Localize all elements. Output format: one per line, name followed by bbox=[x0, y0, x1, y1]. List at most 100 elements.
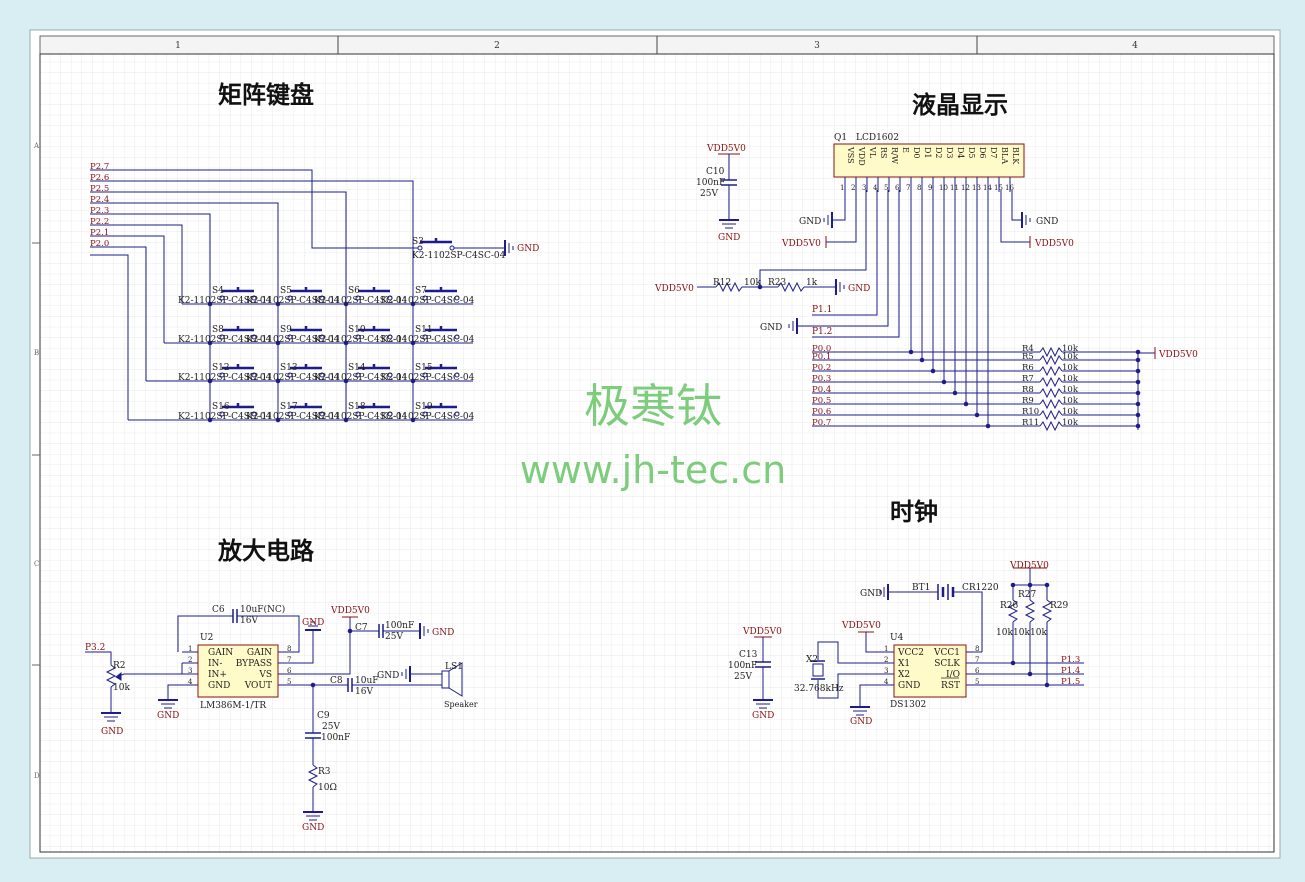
u4-part: DS1302 bbox=[890, 700, 926, 710]
bt1-val: CR1220 bbox=[962, 583, 999, 593]
switch-s4 bbox=[207, 287, 257, 307]
u4-num-r-3: 5 bbox=[975, 678, 979, 686]
amplifier-section: 放大电路 U2 LM386M-1/TR GAIN1IN-2IN+3GND4GAI… bbox=[85, 537, 478, 833]
switch-s17 bbox=[275, 403, 325, 423]
u2-pin-l-0: GAIN bbox=[208, 648, 233, 658]
lcd-port-1: P0.1 bbox=[812, 352, 831, 362]
clock-pullup-vdd: VDD5V0 bbox=[1009, 561, 1049, 571]
c9-volt: 25V bbox=[322, 722, 340, 732]
lcd-pin-num-13: 14 bbox=[983, 184, 992, 192]
lcd-section: 液晶显示 Q1 LCD1602 VSS1VDD2VL3RS4R/W5E6D07D… bbox=[654, 91, 1198, 432]
r26-val: 10k bbox=[996, 628, 1013, 638]
switch-s7-ref: S7 bbox=[415, 286, 427, 296]
lcd-pullup-val-2: 10k bbox=[1062, 363, 1079, 373]
zone-row-d: D bbox=[34, 772, 40, 780]
r26-ref: R26 bbox=[1000, 601, 1019, 611]
u4-num-r-2: 6 bbox=[975, 667, 980, 675]
lcd-pin-num-2: 3 bbox=[862, 184, 866, 192]
lcd-pin-num-9: 10 bbox=[939, 184, 948, 192]
watermark-url: www.jh-tec.cn bbox=[520, 448, 786, 492]
c6-val: 10uF(NC) bbox=[240, 604, 285, 615]
lcd-pin-num-11: 12 bbox=[961, 184, 970, 192]
amp-title: 放大电路 bbox=[217, 537, 315, 565]
lcd-title: 液晶显示 bbox=[912, 91, 1008, 119]
switch-s6-part: K2-1102SP-C4SC-04 bbox=[314, 296, 408, 306]
switch-s19 bbox=[410, 403, 460, 423]
u4-num-l-2: 3 bbox=[884, 667, 888, 675]
r27-ref: R27 bbox=[1018, 590, 1037, 600]
c6-ref: C6 bbox=[212, 605, 225, 615]
sheet-grid bbox=[40, 54, 1274, 852]
lcd-pin-11: D5 bbox=[967, 147, 976, 159]
keypad-net-4: P2.3 bbox=[90, 206, 109, 216]
clock-net-2: P1.5 bbox=[1061, 677, 1080, 687]
c10-ref: C10 bbox=[706, 167, 725, 177]
switch-s7 bbox=[410, 287, 460, 307]
u2-pin-r-0: GAIN bbox=[247, 648, 272, 658]
watermark-cn: 极寒钛 bbox=[584, 379, 722, 433]
lcd-pin-0: VSS bbox=[846, 146, 855, 164]
c6-volt: 16V bbox=[240, 616, 258, 626]
lcd-bla-net: VDD5V0 bbox=[1034, 239, 1074, 249]
switch-s11 bbox=[410, 326, 460, 346]
lcd-port-3: P0.3 bbox=[812, 374, 831, 384]
lcd-pullup-val-7: 10k bbox=[1062, 418, 1079, 428]
r23-ref: R23 bbox=[768, 278, 787, 288]
c13-gnd: GND bbox=[752, 711, 774, 721]
clock-net-1: P1.4 bbox=[1061, 666, 1080, 676]
r3-ref: R3 bbox=[318, 767, 331, 777]
lcd-pin-num-14: 15 bbox=[994, 184, 1003, 192]
switch-s5-ref: S5 bbox=[280, 286, 292, 296]
r23-val: 1k bbox=[806, 278, 818, 288]
switch-s8-ref: S8 bbox=[212, 325, 224, 335]
u2-num-r-1: 7 bbox=[287, 656, 291, 664]
u4-pin-l-1: X1 bbox=[898, 659, 910, 669]
zone-col-2: 2 bbox=[494, 41, 500, 51]
u4-ref: U4 bbox=[890, 633, 904, 643]
u4-pin-l-2: X2 bbox=[898, 670, 910, 680]
lcd-pullup-ref-1: R5 bbox=[1022, 352, 1034, 362]
u2-num-l-0: 1 bbox=[188, 645, 192, 653]
u4-pin-r-3: RST bbox=[941, 681, 960, 691]
pullup-vdd: VDD5V0 bbox=[1158, 350, 1198, 360]
lcd-pin-num-0: 1 bbox=[840, 184, 844, 192]
lcd-vdd-net: VDD5V0 bbox=[781, 239, 821, 249]
switch-s14-ref: S14 bbox=[348, 363, 366, 373]
u4-pin-l-0: VCC2 bbox=[897, 648, 924, 658]
switch-s13-ref: S13 bbox=[280, 363, 298, 373]
lcd-port-7: P0.7 bbox=[812, 418, 831, 428]
r3-gnd: GND bbox=[302, 823, 324, 833]
switch-s17-part: K2-1102SP-C4SC-04 bbox=[246, 412, 340, 422]
switch-s5 bbox=[275, 287, 325, 307]
u2-num-l-2: 3 bbox=[188, 667, 192, 675]
c10-gnd: GND bbox=[718, 233, 740, 243]
lcd-pin-12: D6 bbox=[978, 147, 987, 159]
keypad-net-0: P2.7 bbox=[90, 162, 109, 172]
switch-s3-part: K2-1102SP-C4SC-04 bbox=[412, 251, 506, 261]
lcd-vss-gnd: GND bbox=[799, 217, 821, 227]
r12-ref: R12 bbox=[713, 278, 731, 288]
c8-volt: 16V bbox=[355, 687, 373, 697]
lcd-pullup-ref-4: R8 bbox=[1022, 385, 1034, 395]
lcd-e-net: P1.2 bbox=[812, 327, 832, 337]
c9-ref: C9 bbox=[317, 711, 330, 721]
r29-ref: R29 bbox=[1050, 601, 1069, 611]
keypad-gnd-label: GND bbox=[517, 244, 539, 254]
switch-s9 bbox=[275, 326, 325, 346]
c8-ref: C8 bbox=[330, 676, 343, 686]
zone-row-a: A bbox=[33, 142, 40, 150]
u2-pin-l-3: GND bbox=[208, 681, 230, 691]
c7-val: 100nF bbox=[385, 621, 414, 631]
u4-num-l-0: 1 bbox=[884, 645, 888, 653]
switch-s12 bbox=[207, 364, 257, 384]
switch-s12-part: K2-1102SP-C4SC-04 bbox=[178, 373, 272, 383]
c10-volt: 25V bbox=[700, 189, 718, 199]
lcd-pin-3: RS bbox=[879, 147, 888, 159]
lcd-pullup-val-4: 10k bbox=[1062, 385, 1079, 395]
lcd-model: LCD1602 bbox=[856, 133, 899, 143]
u4-num-r-1: 7 bbox=[975, 656, 979, 664]
c13-vdd: VDD5V0 bbox=[742, 627, 782, 637]
switch-s16 bbox=[207, 403, 257, 423]
amp-vdd-net: VDD5V0 bbox=[330, 606, 370, 616]
lcd-pullup-val-6: 10k bbox=[1062, 407, 1079, 417]
